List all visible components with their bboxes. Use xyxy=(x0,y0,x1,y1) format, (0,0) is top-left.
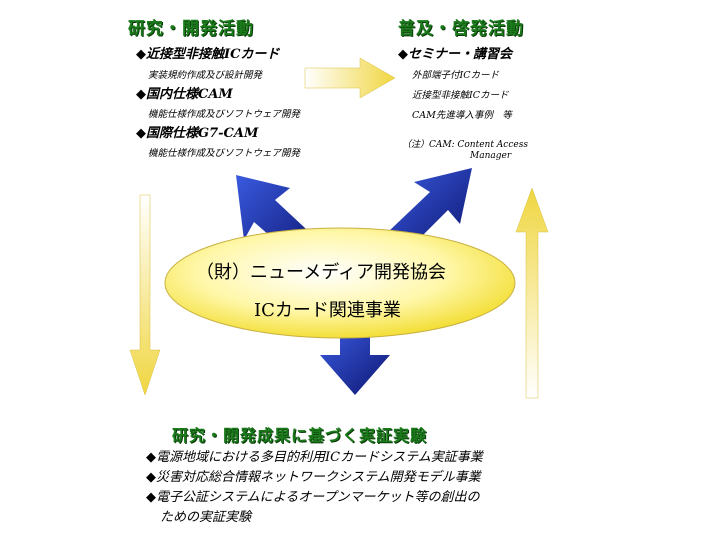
bottom-item-2: ◆災害対応総合情報ネットワークシステム開発モデル事業 xyxy=(146,470,481,485)
arrow-up-right xyxy=(388,168,472,250)
right-sub-1: 外部端子付ICカード xyxy=(412,70,500,81)
left-block-title: 研究・開発活動 xyxy=(128,19,254,39)
left-item-2-sub: 機能仕様作成及びソフトウェア開発 xyxy=(148,109,301,120)
center-line1: （財）ニューメディア開発協会 xyxy=(196,262,447,283)
right-note-line1: （注）CAM: Content Access xyxy=(402,140,528,150)
bottom-item-4: ための実証実験 xyxy=(160,510,252,525)
left-item-1-sub: 実装規約作成及び設計開発 xyxy=(148,70,263,81)
arrow-left-down xyxy=(129,194,161,396)
center-ellipse xyxy=(164,227,516,339)
arrow-down xyxy=(320,330,390,395)
right-sub-2: 近接型非接触ICカード xyxy=(412,90,509,101)
left-item-3: ◆国際仕様G7-CAM xyxy=(136,126,259,141)
bottom-block-title: 研究・開発成果に基づく実証実験 xyxy=(172,426,428,445)
right-note-line2: Manager xyxy=(470,151,512,161)
arrow-left-to-right xyxy=(304,57,396,99)
right-item: ◆セミナー・講習会 xyxy=(398,47,512,62)
right-sub-3: CAM先進導入事例 等 xyxy=(412,110,512,121)
bottom-item-1: ◆電源地域における多目的利用ICカードシステム実証事業 xyxy=(146,450,483,465)
left-item-2: ◆国内仕様CAM xyxy=(136,87,233,102)
center-line2: ICカード関連事業 xyxy=(254,300,401,321)
right-block-title: 普及・啓発活動 xyxy=(398,19,524,39)
left-item-1: ◆近接型非接触ICカード xyxy=(136,47,280,62)
left-item-3-sub: 機能仕様作成及びソフトウェア開発 xyxy=(148,148,301,159)
bottom-item-3: ◆電子公証システムによるオープンマーケット等の創出の xyxy=(146,490,480,505)
arrow-right-up xyxy=(515,187,549,399)
